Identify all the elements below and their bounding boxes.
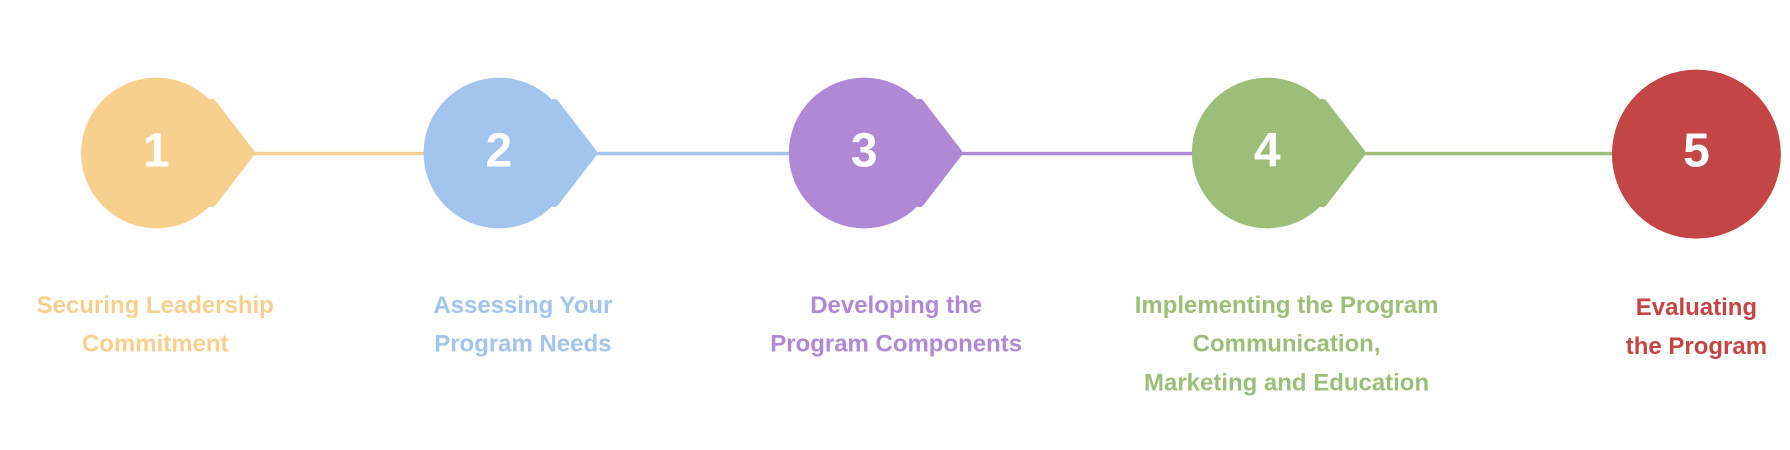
step-3-marker [788, 77, 963, 229]
label-line: Implementing the Program [1134, 292, 1439, 319]
label-line: Marketing and Education [1144, 369, 1430, 397]
label-line: Program Components [770, 331, 1023, 358]
step-2-number: 2 [485, 123, 513, 177]
label-line: Securing Leadership [36, 292, 274, 319]
label-line: Communication, [1192, 331, 1381, 358]
step-5-marker [1611, 69, 1781, 239]
label-line: Commitment [81, 331, 229, 358]
connector-line [590, 151, 819, 156]
step-4-marker [1191, 77, 1366, 229]
step-5-label: Evaluating the Program [1502, 289, 1790, 367]
connector-line [1358, 151, 1651, 156]
connector-line [955, 151, 1222, 156]
connector-line [247, 151, 454, 156]
label-line: Program Needs [434, 331, 612, 358]
label-line: Developing the [810, 292, 983, 319]
label-line: Evaluating [1635, 294, 1758, 321]
step-1-number: 1 [143, 123, 170, 177]
step-5-number: 5 [1683, 123, 1710, 177]
label-line: Assessing Your [433, 292, 613, 319]
step-1-marker [81, 77, 255, 229]
step-3-number: 3 [850, 123, 878, 177]
label-line: the Program [1625, 333, 1768, 360]
step-2-marker [423, 77, 598, 229]
step-4-number: 4 [1253, 123, 1281, 177]
